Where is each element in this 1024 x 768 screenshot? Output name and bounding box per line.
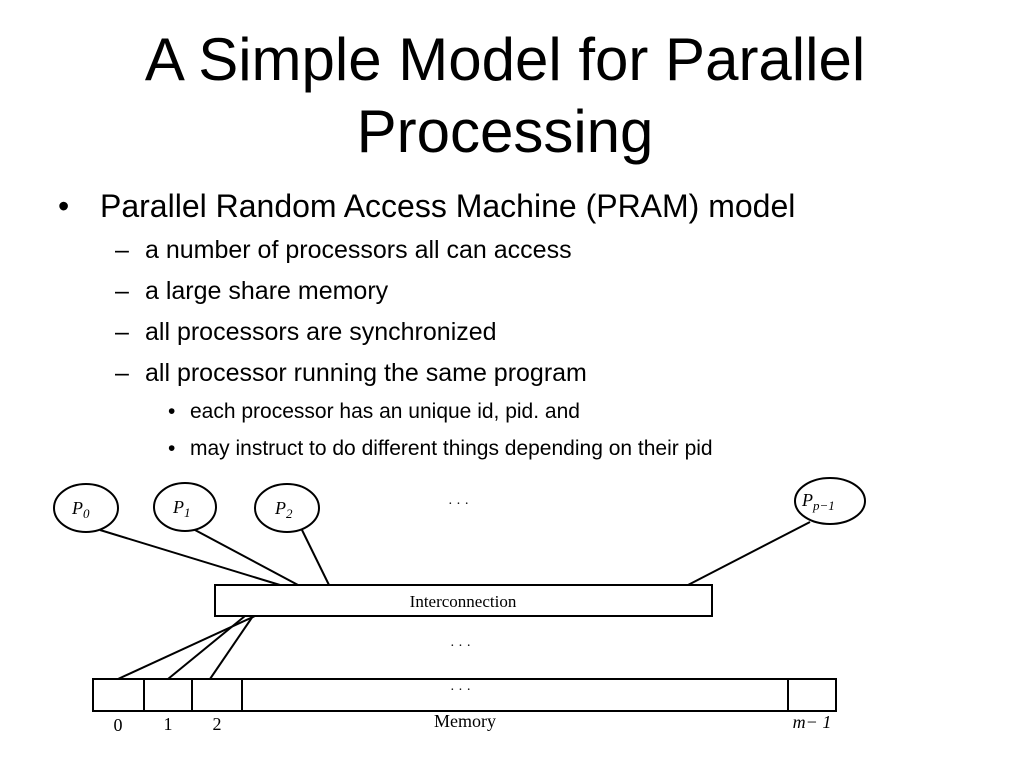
pram-diagram: P0 P1 P2 Pp−1 · · · · · · · · · Intercon… <box>40 470 880 740</box>
interconnection-label: Interconnection <box>410 592 517 611</box>
processor-pp-1-node <box>794 477 866 525</box>
memory-index-2: 2 <box>213 714 222 734</box>
dash-icon: – <box>115 318 129 346</box>
sub-sub-bullet-text: may instruct to do different things depe… <box>190 437 713 460</box>
link-p2-interconnect <box>301 529 330 586</box>
pram-diagram-svg: P0 P1 P2 Pp−1 · · · · · · · · · Intercon… <box>53 477 866 735</box>
sub-sub-bullet-text: each processor has an unique id, pid. an… <box>190 400 580 423</box>
slide-title-line-2: Processing <box>356 98 654 165</box>
processor-p2-node <box>254 483 320 533</box>
memory-index-1: 1 <box>164 714 173 734</box>
link-pp-1-interconnect <box>687 521 811 586</box>
link-p1-interconnect <box>194 529 299 586</box>
dash-icon: – <box>115 277 129 305</box>
interconnection-bar <box>214 584 713 617</box>
small-bullet-icon: • <box>168 437 176 460</box>
link-interconnect-mem2 <box>209 615 254 680</box>
processor-p2-label: P2 <box>274 498 293 521</box>
memory-index-0: 0 <box>114 715 123 735</box>
processor-pp-1-label: Pp−1 <box>801 490 835 513</box>
small-bullet-icon: • <box>168 400 176 423</box>
sub-bullet-text: a large share memory <box>145 277 389 305</box>
link-interconnect-mem1 <box>167 615 246 680</box>
slide-title-line-1: A Simple Model for Parallel <box>144 26 866 93</box>
processor-p1-label: P1 <box>172 497 191 520</box>
bullet-main-text: Parallel Random Access Machine (PRAM) mo… <box>100 188 796 224</box>
bullet-dot-icon: • <box>58 188 70 224</box>
sub-bullet-text: a number of processors all can access <box>145 236 572 264</box>
links-ellipsis: · · · <box>450 639 471 654</box>
processors-ellipsis: · · · <box>448 497 469 512</box>
sub-bullet-text: all processors are synchronized <box>145 318 497 346</box>
memory-label: Memory <box>434 711 496 731</box>
slide-title: A Simple Model for Parallel Processing <box>0 24 1010 168</box>
memory-ellipsis: · · · <box>450 683 471 698</box>
dash-icon: – <box>115 359 129 387</box>
processor-p0-label: P0 <box>71 498 90 521</box>
memory-index-m-1: m− 1 <box>793 712 832 732</box>
memory-strip <box>92 678 837 712</box>
link-p0-interconnect <box>99 529 281 586</box>
processor-p0-node <box>53 483 119 533</box>
sub-bullet-text: all processor running the same program <box>145 359 587 387</box>
processor-p1-node <box>153 482 217 532</box>
dash-icon: – <box>115 236 129 264</box>
